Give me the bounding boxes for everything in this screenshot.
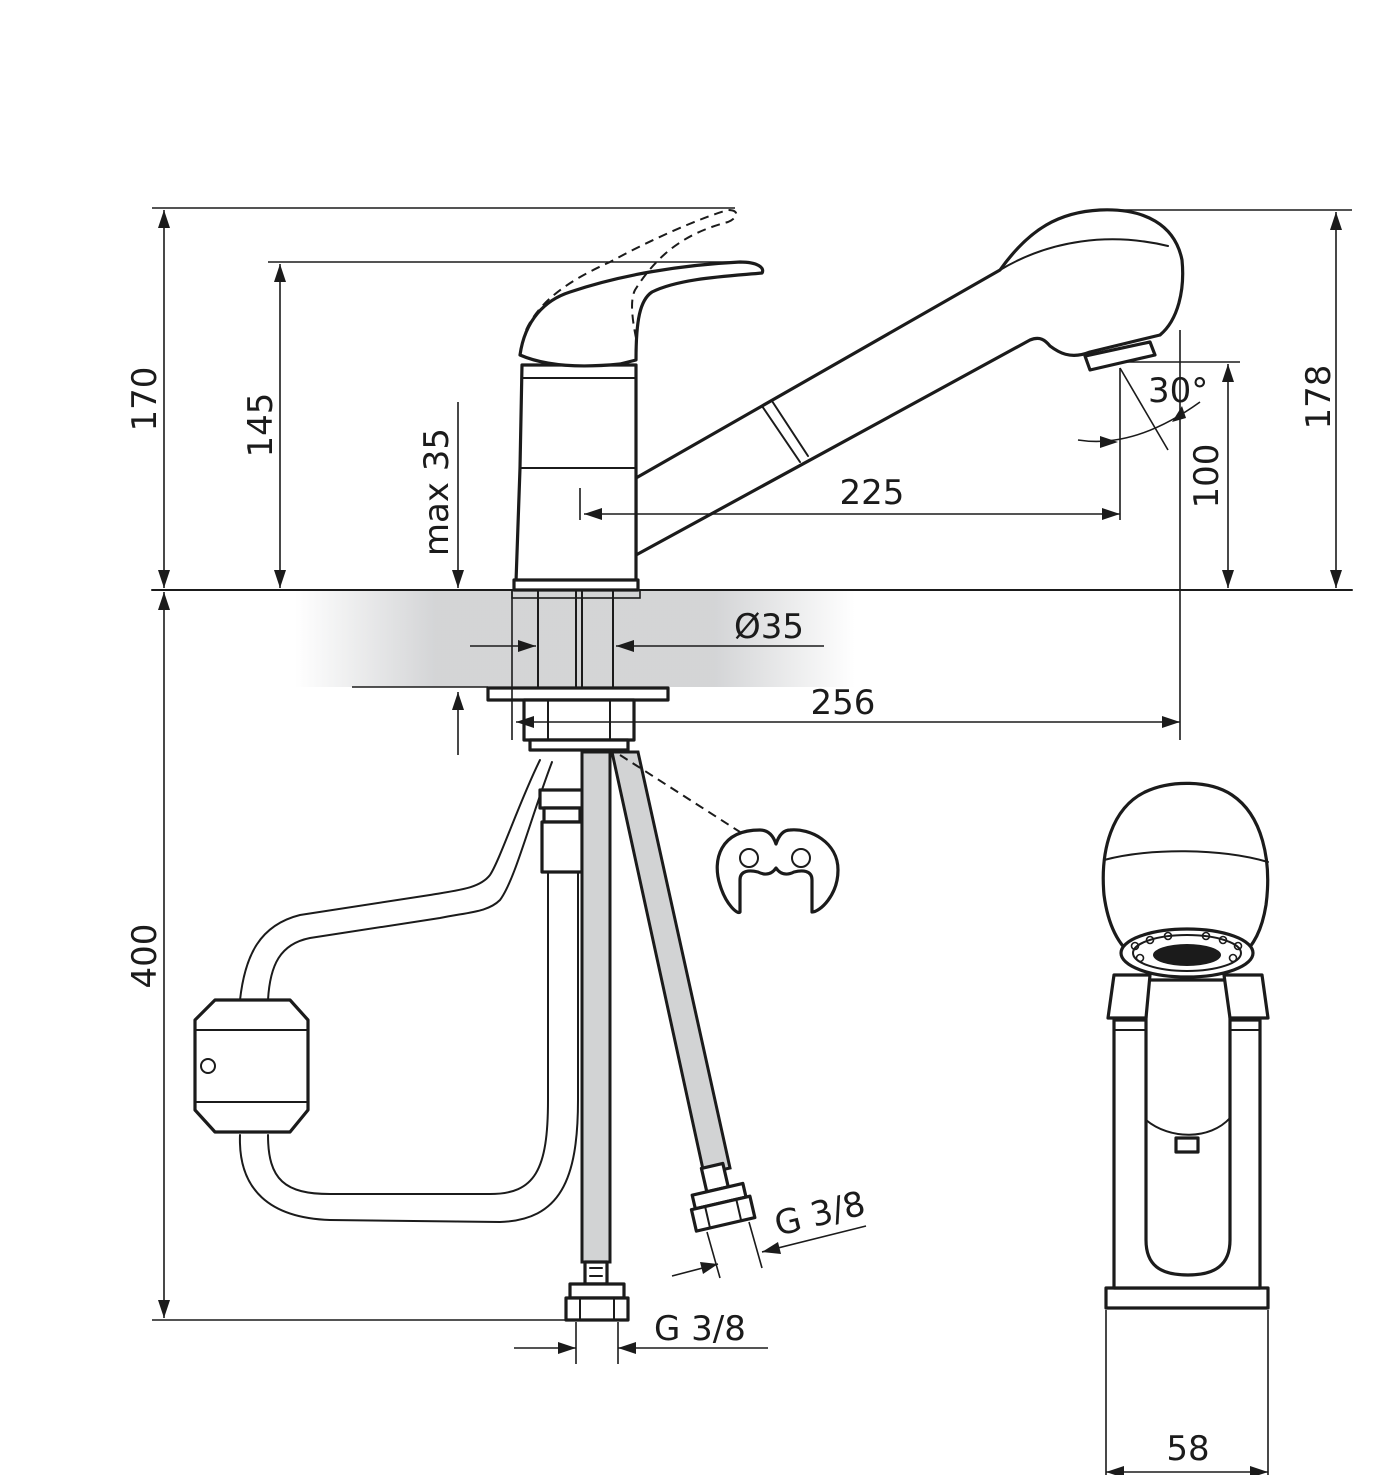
mounting-plate xyxy=(486,686,670,702)
spout xyxy=(634,208,1185,557)
dim-max-counter-thickness: max 35 xyxy=(417,428,457,556)
dimension-lines xyxy=(152,207,1352,1475)
faucet-body xyxy=(514,363,638,584)
spout-joint-line xyxy=(761,405,801,463)
lever-handle xyxy=(518,260,765,368)
faucet-side-view xyxy=(512,208,1185,592)
supply-hose-angled xyxy=(610,750,757,1233)
vertical-hose-fitting xyxy=(568,1282,626,1300)
front-base xyxy=(1104,1286,1270,1310)
hose-weight xyxy=(193,998,310,1134)
lever-raised-outline xyxy=(525,208,738,339)
dim-spout-reach: 225 xyxy=(840,473,905,513)
front-spray-head xyxy=(1101,781,1270,960)
dim-lever-height: 145 xyxy=(241,393,281,458)
dim-total-height: 170 xyxy=(125,367,165,432)
pullout-hose xyxy=(193,759,586,1223)
dim-hose-reach: 256 xyxy=(811,683,876,723)
faucet-base-ring xyxy=(512,578,640,592)
dim-spout-height: 178 xyxy=(1299,365,1339,430)
retaining-clip xyxy=(715,828,840,915)
dim-base-width: 58 xyxy=(1166,1429,1209,1469)
dim-connection-angled: G 3/8 xyxy=(771,1184,870,1245)
faucet-front-view xyxy=(1101,781,1270,1310)
weight-hole xyxy=(200,1058,216,1074)
spray-nozzle xyxy=(1083,340,1157,372)
front-lever-wing-left xyxy=(1106,973,1152,1020)
front-aerator-core xyxy=(1153,944,1221,966)
dim-connection-vertical: G 3/8 xyxy=(654,1309,746,1349)
dim-hose-length: 400 xyxy=(125,924,165,989)
mounting-nut xyxy=(522,698,636,742)
spout-joint-line-2 xyxy=(771,400,809,457)
dim-spray-angle: 30° xyxy=(1148,371,1208,411)
supply-hose-vertical xyxy=(564,750,630,1322)
dim-outlet-height: 100 xyxy=(1187,444,1227,509)
dim-hole-diameter: Ø35 xyxy=(734,607,804,647)
front-spout xyxy=(1144,978,1232,1277)
front-lever-wing-right xyxy=(1222,973,1270,1020)
mounting-assembly xyxy=(486,589,670,752)
